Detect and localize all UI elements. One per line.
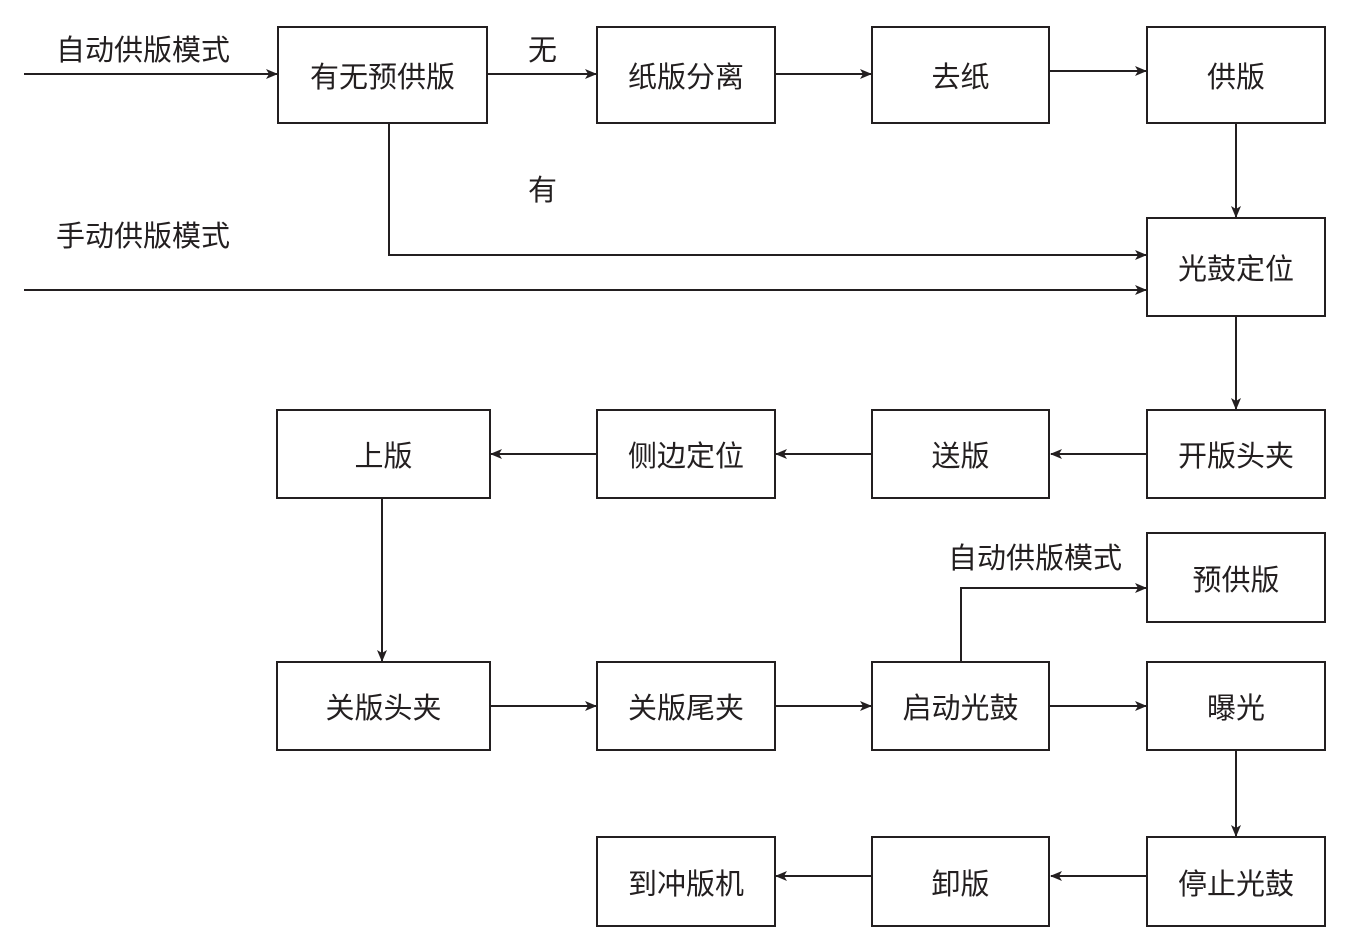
node-open-head-clamp: 开版头夹 — [1146, 409, 1326, 499]
branch-no-label: 无 — [528, 33, 558, 67]
node-preload-plate: 预供版 — [1146, 532, 1326, 623]
node-load-plate: 上版 — [276, 409, 491, 499]
branch-yes-label: 有 — [528, 173, 558, 207]
edge-start-to-preload — [960, 583, 1147, 661]
node-side-positioning: 侧边定位 — [596, 409, 776, 499]
node-to-processor: 到冲版机 — [596, 836, 776, 927]
node-feed-plate: 送版 — [871, 409, 1050, 499]
node-check-preload: 有无预供版 — [277, 26, 488, 124]
node-remove-paper: 去纸 — [871, 26, 1050, 124]
edge-check-to-drum-yes — [388, 124, 1147, 260]
node-exposure: 曝光 — [1146, 661, 1326, 751]
node-supply-plate: 供版 — [1146, 26, 1326, 124]
auto-mode-label-top: 自动供版模式 — [56, 33, 231, 67]
node-stop-drum: 停止光鼓 — [1146, 836, 1326, 927]
node-close-head-clamp: 关版头夹 — [276, 661, 491, 751]
node-close-tail-clamp: 关版尾夹 — [596, 661, 776, 751]
manual-mode-label: 手动供版模式 — [56, 219, 231, 253]
auto-mode-label-bottom: 自动供版模式 — [948, 541, 1123, 575]
node-drum-positioning: 光鼓定位 — [1146, 217, 1326, 317]
node-unload-plate: 卸版 — [871, 836, 1050, 927]
node-paper-plate-separation: 纸版分离 — [596, 26, 776, 124]
node-start-drum: 启动光鼓 — [871, 661, 1050, 751]
